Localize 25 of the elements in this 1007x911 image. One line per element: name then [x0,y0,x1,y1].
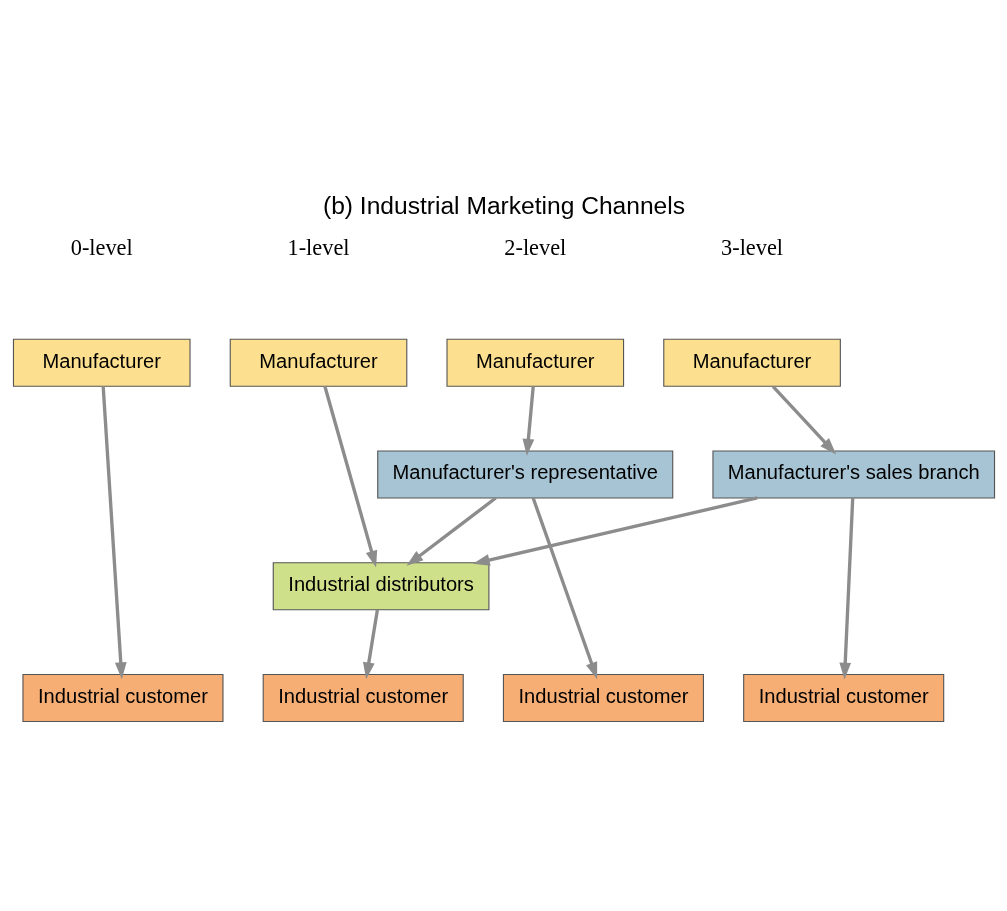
node-box: Industrial distributors [272,562,489,611]
diagram-title: (b) Industrial Marketing Channels [322,191,685,219]
label: 0-level [70,235,133,261]
node-box: Manufacturer's representative [376,450,673,499]
arrow [322,385,377,568]
arrow [838,497,854,680]
label: 1-level [287,235,350,261]
arrow [362,609,379,680]
node-box: Industrial customer [742,673,944,722]
node-box: Industrial customer [502,673,704,722]
arrow [531,497,597,680]
arrow [771,385,836,455]
label: 3-level [720,235,783,261]
node-box: Industrial customer [21,673,224,722]
arrow [406,496,497,566]
arrow [472,496,758,566]
node-box: Manufacturer [662,338,841,387]
node-box: Industrial customer [262,673,464,722]
node-box: Manufacturer [445,338,624,387]
label: 2-level [503,235,566,261]
arrow [101,386,127,680]
node-box: Manufacturer [12,338,191,387]
node-box: Manufacturer [229,338,407,387]
arrow [522,386,535,456]
node-box: Manufacturer's sales branch [711,450,995,499]
